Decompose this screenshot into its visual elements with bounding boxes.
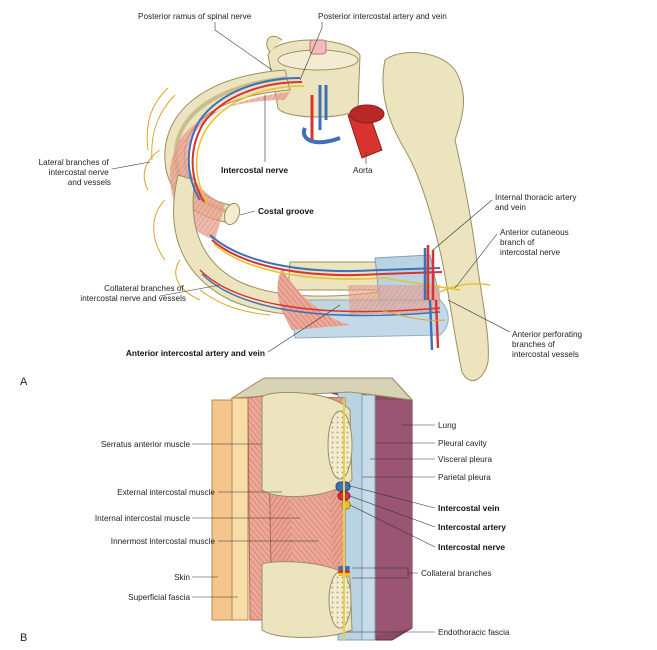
skin-layer [211, 399, 233, 621]
label-skin: Skin [174, 573, 190, 582]
label-lateral-branches: Lateral branches of intercostal nerve an… [39, 158, 111, 187]
label-visceral-pleura: Visceral pleura [438, 455, 492, 464]
panel-b-letter: B [20, 632, 27, 644]
label-internal-thoracic: Internal thoracic artery and vein [495, 193, 579, 212]
label-lung: Lung [438, 421, 457, 430]
label-pleural-cavity: Pleural cavity [438, 439, 488, 448]
label-intercostal-nerve-a: Intercostal nerve [221, 165, 288, 175]
label-posterior-intercostal-artery-vein: Posterior intercostal artery and vein [318, 12, 447, 21]
lateral-nerve-branches [143, 87, 446, 321]
rib-lower-b [261, 561, 353, 638]
label-costal-groove: Costal groove [258, 206, 314, 216]
label-intercostal-artery: Intercostal artery [438, 522, 506, 532]
label-innermost-intercostal: Innermost intercostal muscle [111, 537, 216, 546]
label-collateral-branches-b: Collateral branches [421, 569, 492, 578]
label-aorta: Aorta [353, 166, 373, 175]
vertebra [266, 35, 361, 118]
superficial-fascia-layer [231, 397, 249, 621]
panel-b: B Serratus anterior muscle External inte… [20, 377, 510, 644]
posterior-intercostal-muscle [169, 92, 290, 240]
sternum [382, 52, 489, 382]
label-external-intercostal: External intercostal muscle [117, 488, 215, 497]
aorta [347, 104, 385, 159]
label-intercostal-vein: Intercostal vein [438, 503, 499, 513]
rib-upper-b [261, 392, 353, 497]
intercostal-bundle-a [187, 77, 491, 351]
leaders-a [111, 22, 511, 353]
label-endothoracic-fascia: Endothoracic fascia [438, 628, 510, 637]
label-posterior-ramus: Posterior ramus of spinal nerve [138, 12, 252, 21]
leaders-b [192, 424, 436, 633]
label-anterior-intercostal: Anterior intercostal artery and vein [126, 348, 265, 358]
label-internal-intercostal: Internal intercostal muscle [95, 514, 191, 523]
label-superficial-fascia: Superficial fascia [128, 593, 190, 602]
lower-rib [173, 174, 449, 339]
panel-a: A Posterior ramus of spinal nerve Poster… [20, 12, 584, 388]
label-collateral-branches-a: Collateral branches of intercostal nerve… [80, 284, 186, 303]
label-serratus-anterior: Serratus anterior muscle [101, 440, 191, 449]
label-intercostal-nerve-b: Intercostal nerve [438, 542, 505, 552]
label-parietal-pleura: Parietal pleura [438, 473, 491, 482]
label-anterior-cutaneous: Anterior cutaneous branch of intercostal… [500, 228, 571, 257]
label-anterior-perforating: Anterior perforating branches of interco… [512, 330, 584, 359]
panel-a-letter: A [20, 376, 28, 388]
